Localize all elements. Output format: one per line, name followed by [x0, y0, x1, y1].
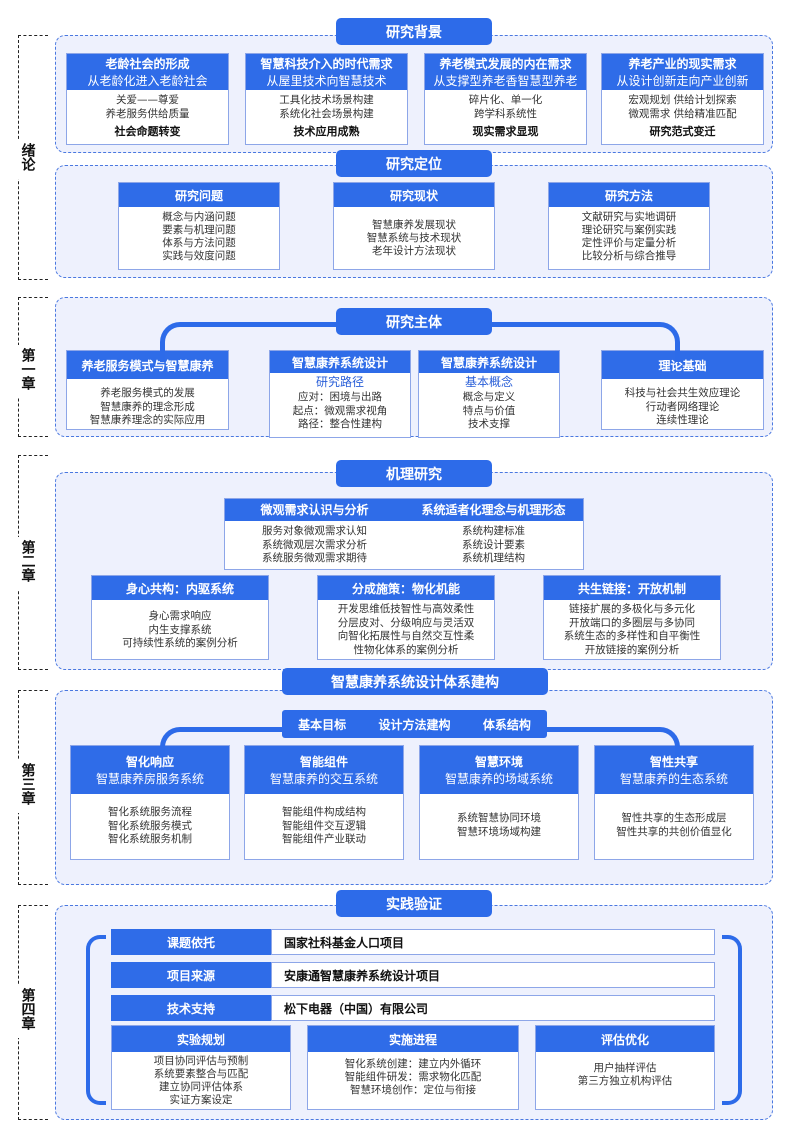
mechanism-card-3: 共生链接：开放机制 链接扩展的多极化与多元化开放端口的多圈层与多协同系统生态的多… [543, 575, 721, 660]
positioning-card-2: 研究现状 智慧康养发展现状智慧系统与技术现状老年设计方法现状 [333, 182, 495, 270]
mechanism-card-1: 身心共构：内驱系统 身心需求响应内生支撑系统可持续性系统的案例分析 [91, 575, 269, 660]
positioning-card-3: 研究方法 文献研究与实地调研理论研究与案例实践定性评价与定量分析比较分析与综合推… [548, 182, 710, 270]
background-card-3: 养老模式发展的内在需求从支撑型养老香智慧型养老 碎片化、单一化跨学科系统性 现实… [424, 53, 587, 145]
mechanism-title: 机理研究 [336, 460, 492, 487]
subject-card-2: 智慧康养系统设计 研究路径 应对：困境与出路起点：微观需求视角路径：整合性建构 [269, 350, 411, 438]
practice-row-label-2: 项目来源 [111, 962, 271, 988]
practice-row-value-1: 国家社科基金人口项目 [271, 929, 715, 955]
practice-card-3: 评估优化 用户抽样评估第三方独立机构评估 [535, 1025, 715, 1110]
design-goal-bar: 基本目标设计方法建构体系结构 [282, 710, 547, 738]
chapter-label-ch4: 第四章 [18, 985, 36, 1038]
design-card-2: 智能组件智慧康养的交互系统 智能组件构成结构智能组件交互逻辑智能组件产业联动 [244, 745, 404, 860]
practice-row-label-3: 技术支持 [111, 995, 271, 1021]
practice-left-bracket [86, 935, 106, 1105]
background-title: 研究背景 [336, 18, 492, 45]
background-card-1: 老龄社会的形成从老龄化进入老龄社会 关爱——尊爱养老服务供给质量 社会命题转变 [66, 53, 229, 145]
chapter-label-ch2: 第二章 [18, 537, 36, 590]
mechanism-top-card: 微观需求认识与分析 系统适者化理念与机理形态 服务对象微观需求认知系统微观层次需… [224, 498, 584, 570]
subject-card-1: 养老服务模式与智慧康养 养老服务模式的发展智慧康养的理念形成智慧康养理念的实际应… [66, 350, 229, 430]
subject-card-4: 理论基础 科技与社会共生效应理论行动者网络理论连续性理论 [601, 350, 764, 430]
design-card-4: 智性共享智慧康养的生态系统 智性共享的生态形成层智性共享的共创价值显化 [594, 745, 754, 860]
chapter-label-ch1: 第一章 [18, 345, 36, 398]
chapter-label-ch3: 第三章 [18, 760, 36, 813]
practice-card-1: 实验规划 项目协同评估与预制系统要素整合与匹配建立协同评估体系实证方案设定 [111, 1025, 291, 1110]
practice-right-bracket [722, 935, 742, 1105]
practice-row-value-3: 松下电器（中国）有限公司 [271, 995, 715, 1021]
practice-row-label-1: 课题依托 [111, 929, 271, 955]
subject-title: 研究主体 [336, 308, 492, 335]
practice-row-value-2: 安康通智慧康养系统设计项目 [271, 962, 715, 988]
background-card-2: 智慧科技介入的时代需求从屋里技术向智慧技术 工具化技术场景构建系统化社会场景构建… [245, 53, 408, 145]
positioning-title: 研究定位 [336, 150, 492, 177]
background-card-4: 养老产业的现实需求从设计创新走向产业创新 宏观规划 供给计划探索微观需求 供给精… [601, 53, 764, 145]
mechanism-card-2: 分成施策：物化机能 开发思维低技智性与高效柔性分层皮对、分级响应与灵活双向智化拓… [317, 575, 495, 660]
practice-card-2: 实施进程 智化系统创建：建立内外循环智能组件研发：需求物化匹配智慧环境创作：定位… [307, 1025, 519, 1110]
design-card-1: 智化响应智慧康养房服务系统 智化系统服务流程智化系统服务模式智化系统服务机制 [70, 745, 230, 860]
subject-card-3: 智慧康养系统设计 基本概念 概念与定义特点与价值技术支撑 [418, 350, 560, 438]
chapter-label-intro: 绪论 [18, 140, 36, 179]
design-card-3: 智慧环境智慧康养的场域系统 系统智慧协同环境智慧环境场域构建 [419, 745, 579, 860]
design-title: 智慧康养系统设计体系建构 [282, 668, 548, 695]
positioning-card-1: 研究问题 概念与内涵问题要素与机理问题体系与方法问题实践与效度问题 [118, 182, 280, 270]
practice-title: 实践验证 [336, 890, 492, 917]
